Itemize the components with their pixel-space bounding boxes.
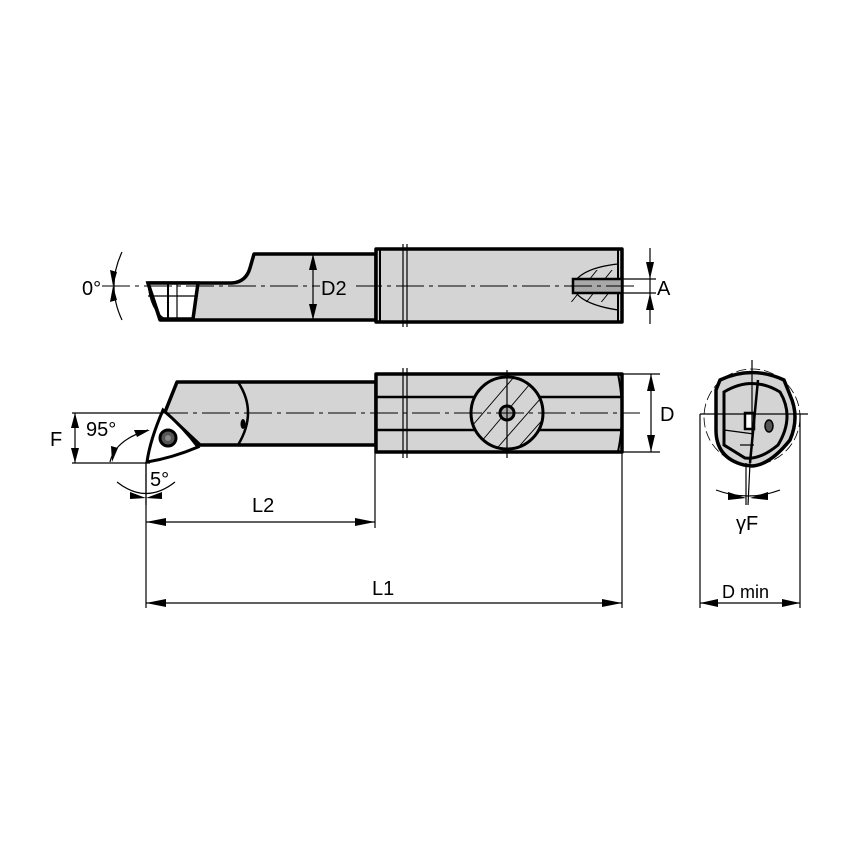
top-insert (145, 281, 201, 321)
label-5-deg: 5° (150, 469, 169, 491)
side-view: D F 95° 5° (50, 368, 674, 505)
label-l2: L2 (252, 495, 274, 517)
end-view: γF D min (699, 360, 808, 608)
label-0-deg: 0° (82, 278, 101, 300)
length-dimensions: L2 L1 (145, 452, 623, 608)
label-d: D (660, 404, 674, 426)
label-95-deg: 95° (86, 419, 116, 441)
label-gamma-f: γF (736, 513, 758, 535)
label-d2: D2 (321, 278, 347, 300)
top-insert-edge (147, 282, 166, 320)
label-a: A (657, 278, 671, 300)
label-l1: L1 (372, 578, 394, 600)
label-d-min: D min (722, 582, 769, 602)
top-view: D2 A 0° (82, 244, 671, 327)
label-f: F (50, 429, 62, 451)
